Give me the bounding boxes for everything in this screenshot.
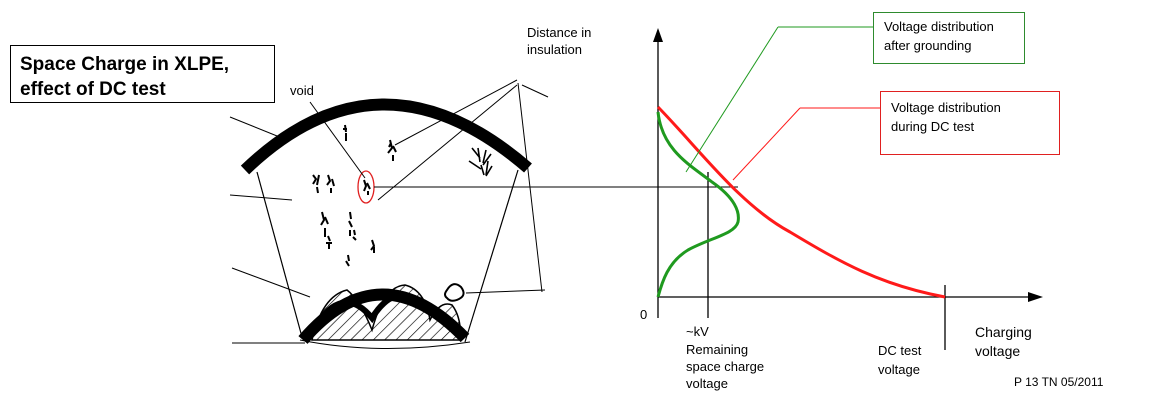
remaining-voltage-line-3: voltage bbox=[686, 376, 728, 391]
dc-test-line-2: voltage bbox=[878, 362, 920, 377]
legend-after-grounding-line-1: Voltage distribution bbox=[884, 19, 994, 34]
y-axis-label: Distance in insulation bbox=[527, 24, 591, 58]
y-axis-label-line-2: insulation bbox=[527, 42, 582, 57]
left-leader-lines bbox=[229, 116, 311, 344]
legend-during-test: Voltage distribution during DC test bbox=[880, 91, 1060, 155]
chart-axes bbox=[653, 28, 1043, 350]
legend-after-grounding: Voltage distribution after grounding bbox=[873, 12, 1025, 64]
void-defect bbox=[363, 179, 371, 195]
void-leader-line bbox=[309, 101, 366, 179]
title-line-2: effect of DC test bbox=[20, 79, 166, 100]
voltage-after-grounding-curve bbox=[656, 111, 740, 298]
remaining-voltage-line-1: Remaining bbox=[686, 342, 749, 357]
title-line-1: Space Charge in XLPE, bbox=[20, 54, 230, 75]
inner-semicon-bumps bbox=[315, 292, 433, 324]
origin-label: 0 bbox=[640, 307, 648, 322]
charging-voltage-label: Charging voltage bbox=[975, 323, 1032, 361]
insulation-cross-section bbox=[229, 79, 738, 349]
legend-after-grounding-line-2: after grounding bbox=[884, 38, 972, 53]
legend-during-test-line-2: during DC test bbox=[891, 119, 975, 134]
red-legend-leader-diag bbox=[732, 107, 801, 181]
vented-tree bbox=[468, 147, 493, 177]
charging-line-1: Charging bbox=[975, 324, 1032, 340]
charging-line-2: voltage bbox=[975, 343, 1021, 359]
insulation-left-edge bbox=[256, 171, 303, 338]
x-axis-arrow bbox=[1028, 292, 1043, 302]
kv-label: ~kV bbox=[686, 324, 709, 339]
remaining-voltage-label: Remaining space charge voltage bbox=[686, 341, 764, 392]
legend-during-test-line-1: Voltage distribution bbox=[891, 100, 1001, 115]
cross-section-bottom bbox=[299, 339, 471, 349]
dc-test-voltage-label: DC test voltage bbox=[878, 341, 921, 379]
y-axis-label-line-1: Distance in bbox=[527, 25, 592, 40]
water-trees bbox=[312, 124, 397, 267]
insulation-right-edge bbox=[464, 169, 519, 343]
y-axis-arrow bbox=[653, 28, 663, 42]
voltage-during-test-curve bbox=[656, 105, 946, 299]
title-box: Space Charge in XLPE, effect of DC test bbox=[10, 45, 275, 103]
footer-reference: P 13 TN 05/2011 bbox=[1014, 375, 1104, 389]
contaminant-particle bbox=[444, 283, 465, 302]
remaining-voltage-line-2: space charge bbox=[686, 359, 765, 374]
green-legend-leader-diag bbox=[685, 26, 779, 173]
void-label: void bbox=[290, 83, 314, 98]
outer-semicon-layer bbox=[240, 98, 532, 175]
dc-test-line-1: DC test bbox=[878, 343, 922, 358]
